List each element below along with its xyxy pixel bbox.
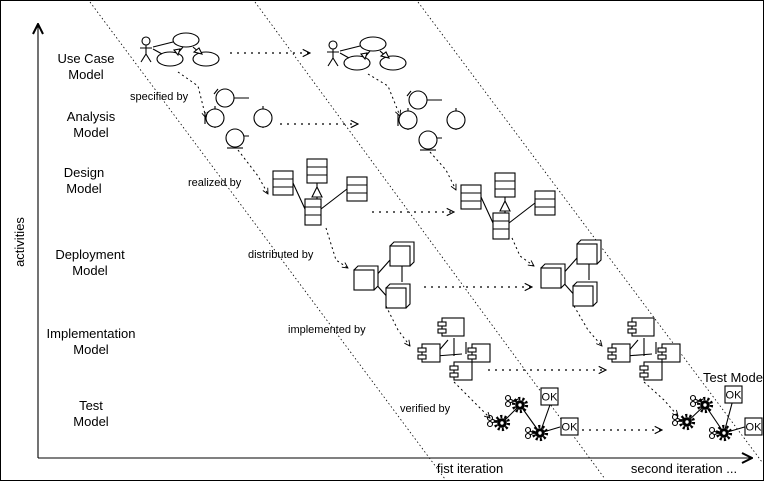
row-label-analysis: Analysis Model <box>67 109 116 140</box>
design-model-icon-iter2 <box>460 172 556 240</box>
implementation-model-icon-iter2 <box>607 317 681 381</box>
ok-label: OK <box>726 390 743 402</box>
realized-by-arrow <box>237 149 268 194</box>
row-label-line1: Analysis <box>67 109 116 124</box>
deployment-model-icon-iter2 <box>540 239 602 307</box>
test-model-callout: Test Model <box>703 370 764 385</box>
row-label-line2: Model <box>73 414 109 429</box>
test-model-icon-iter2: OK OK <box>671 385 763 442</box>
verified-by-arrow <box>453 381 490 418</box>
row-label-line2: Model <box>66 181 102 196</box>
verified-by-label: verified by <box>400 403 451 415</box>
ok-label: OK <box>542 392 559 404</box>
implemented-by-label: implemented by <box>288 324 366 336</box>
row-label-deployment: Deployment Model <box>55 247 125 278</box>
realized-by-label: realized by <box>188 177 242 189</box>
use-case-model-icon <box>139 32 220 67</box>
implemented-by-arrow-iter2 <box>573 305 602 346</box>
row-label-test: Test Model <box>73 398 109 429</box>
deployment-model-icon <box>353 241 415 309</box>
row-label-implementation: Implementation Model <box>47 326 136 357</box>
ok-label: OK <box>562 422 579 434</box>
row-label-line1: Design <box>64 165 104 180</box>
distributed-by-label: distributed by <box>248 249 314 261</box>
iteration-divider-3 <box>417 1 763 463</box>
second-iteration-label: second iteration ... <box>631 461 737 476</box>
row-label-line2: Model <box>72 263 108 278</box>
distributed-by-arrow-iter2 <box>511 237 534 266</box>
specified-by-label: specified by <box>130 91 189 103</box>
realized-by-arrow-iter2 <box>429 151 456 190</box>
row-label-line2: Model <box>68 67 104 82</box>
row-label-line1: Use Case <box>57 51 114 66</box>
implementation-model-icon <box>417 317 491 381</box>
row-label-line2: Model <box>73 125 109 140</box>
use-case-model-icon-iter2 <box>326 36 407 71</box>
row-label-line1: Test <box>79 398 103 413</box>
specified-by-arrow-iter2 <box>367 73 400 116</box>
test-model-icon: OK OK <box>486 387 579 442</box>
analysis-model-icon <box>204 88 273 149</box>
verified-by-arrow-iter2 <box>643 381 678 416</box>
y-axis-label: activities <box>12 217 27 267</box>
distributed-by-arrow <box>325 227 348 268</box>
specified-by-arrow <box>177 71 206 118</box>
row-label-use-case: Use Case Model <box>57 51 114 82</box>
first-iteration-label: fist iteration <box>437 461 503 476</box>
ok-label: OK <box>746 422 763 434</box>
row-label-design: Design Model <box>64 165 104 196</box>
row-label-line1: Deployment <box>55 247 125 262</box>
analysis-model-icon-iter2 <box>397 90 466 151</box>
iteration-divider-1 <box>89 1 446 480</box>
row-label-line1: Implementation <box>47 326 136 341</box>
design-model-icon <box>272 158 368 226</box>
row-label-line2: Model <box>73 342 109 357</box>
implemented-by-arrow <box>385 305 410 346</box>
